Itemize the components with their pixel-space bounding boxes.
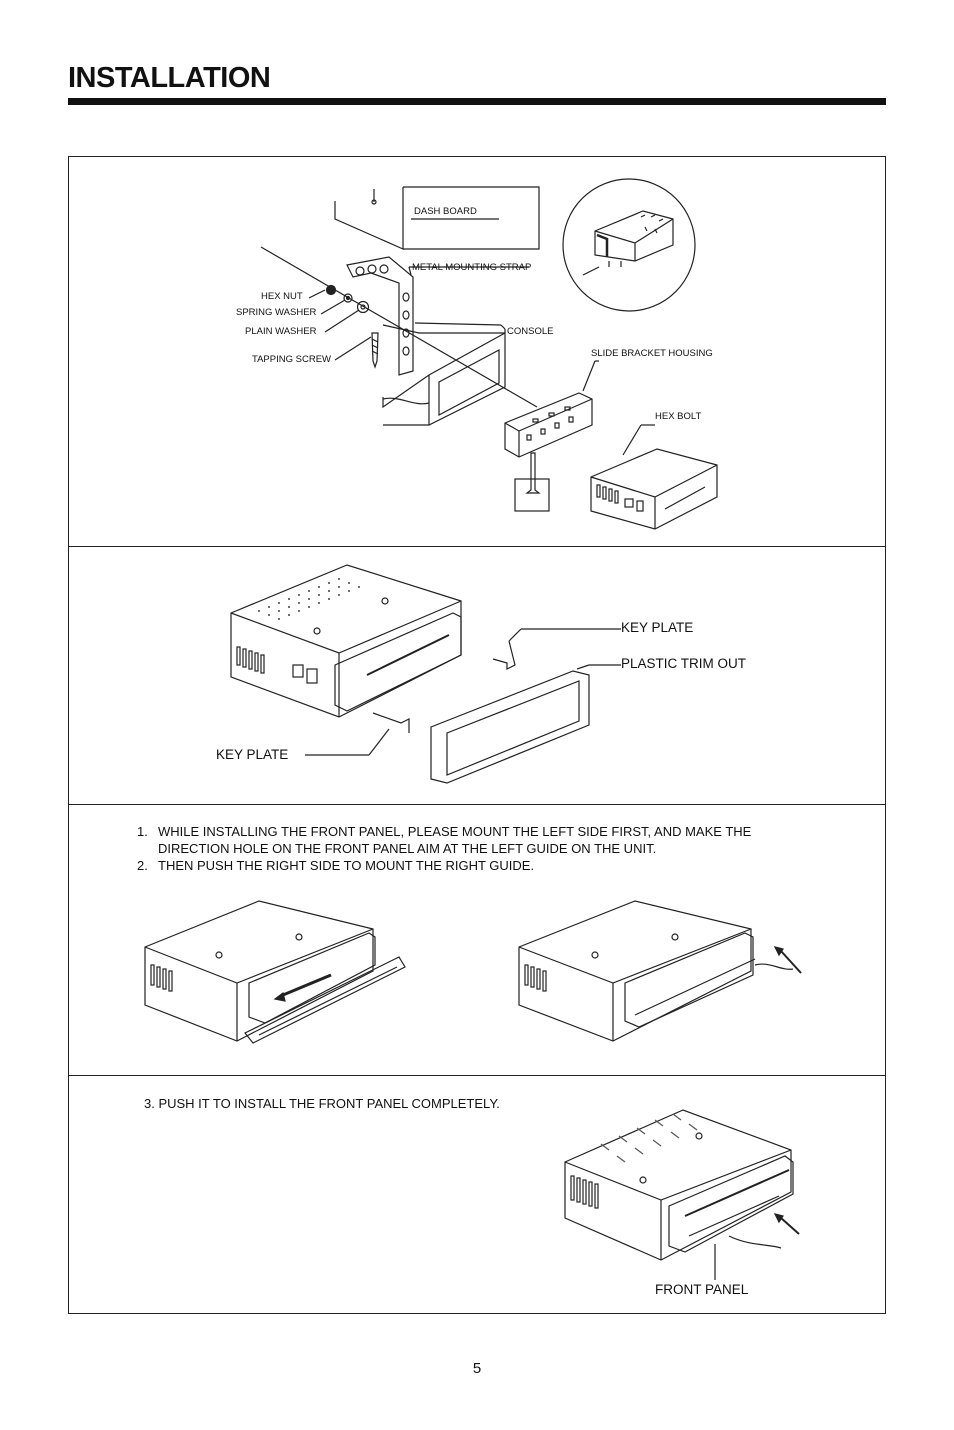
label-console: CONSOLE (507, 326, 554, 337)
panel-front-panel-steps: 1. WHILE INSTALLING THE FRONT PANEL, PLE… (69, 804, 885, 1076)
panel-push-front-panel: 3. PUSH IT TO INSTALL THE FRONT PANEL CO… (69, 1075, 885, 1314)
label-plain-washer: PLAIN WASHER (245, 326, 317, 337)
step-number: 2. (137, 858, 148, 873)
mounting-exploded-illustration (260, 178, 718, 530)
label-hex-nut: HEX NUT (261, 291, 303, 302)
label-hex-bolt: HEX BOLT (655, 411, 702, 422)
step-text: WHILE INSTALLING THE FRONT PANEL, PLEASE… (158, 824, 752, 856)
panel-mounting-diagram: DASH BOARD METAL MOUNTING STRAP HEX NUT … (69, 157, 885, 546)
label-plastic-trim-out: PLASTIC TRIM OUT (621, 656, 747, 671)
label-metal-mounting-strap: METAL MOUNTING STRAP (412, 262, 532, 273)
step-3-text: 3. PUSH IT TO INSTALL THE FRONT PANEL CO… (144, 1096, 500, 1111)
step-text: THEN PUSH THE RIGHT SIDE TO MOUNT THE RI… (158, 858, 535, 873)
label-tapping-screw: TAPPING SCREW (252, 354, 331, 365)
front-panel-mounting-illustration (144, 900, 802, 1044)
label-spring-washer: SPRING WASHER (236, 307, 317, 318)
step-item: 1. WHILE INSTALLING THE FRONT PANEL, PLE… (137, 823, 817, 857)
label-slide-bracket-housing: SLIDE BRACKET HOUSING (591, 348, 713, 359)
key-plate-trim-illustration (230, 564, 621, 784)
panel-key-plate-diagram: KEY PLATE PLASTIC TRIM OUT KEY PLATE (69, 546, 885, 805)
step-item: 2. THEN PUSH THE RIGHT SIDE TO MOUNT THE… (137, 857, 817, 874)
step-list: 1. WHILE INSTALLING THE FRONT PANEL, PLE… (137, 823, 817, 874)
step-number: 1. (137, 824, 148, 839)
label-key-plate-bottom: KEY PLATE (216, 747, 289, 762)
page-number: 5 (472, 1360, 482, 1377)
page-title: INSTALLATION (68, 62, 271, 94)
title-rule (68, 98, 886, 105)
front-panel-installed-illustration (564, 1109, 800, 1280)
label-dash-board: DASH BOARD (414, 206, 477, 217)
installation-figure-frame: DASH BOARD METAL MOUNTING STRAP HEX NUT … (68, 156, 886, 1314)
label-front-panel: FRONT PANEL (655, 1282, 749, 1297)
label-key-plate-top: KEY PLATE (621, 620, 694, 635)
